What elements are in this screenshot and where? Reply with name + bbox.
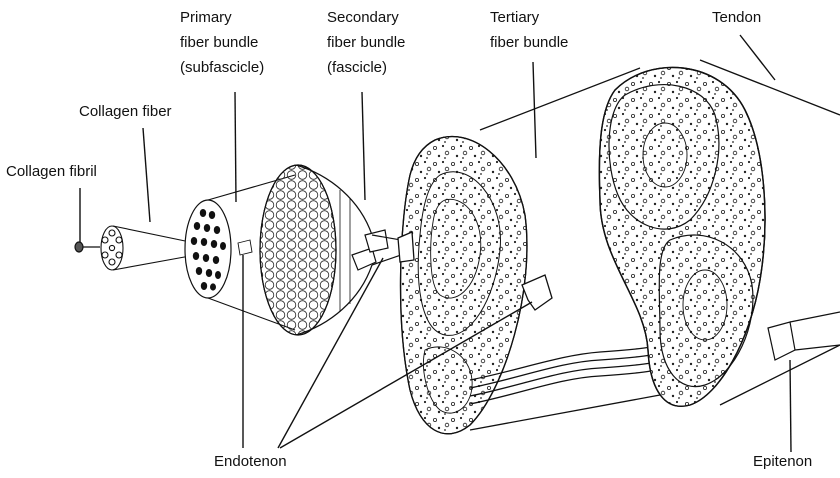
collagen-fiber-figure <box>101 226 190 270</box>
label-primary-line2: fiber bundle <box>180 33 258 53</box>
label-tertiary-line2: fiber bundle <box>490 33 568 53</box>
leader-epitenon <box>790 360 791 452</box>
label-secondary-line3: (fascicle) <box>327 58 387 78</box>
tertiary-bundle-figure <box>390 120 540 450</box>
label-collagen-fibril: Collagen fibril <box>6 162 97 182</box>
collagen-fibril-figure <box>75 242 100 252</box>
tendon-cross-section <box>599 67 765 406</box>
label-epitenon: Epitenon <box>753 452 812 472</box>
label-primary-line3: (subfascicle) <box>180 58 264 78</box>
label-tertiary-line1: Tertiary <box>490 8 539 28</box>
leader-secondary <box>362 92 365 200</box>
leader-collagen-fiber <box>143 128 150 222</box>
leader-tertiary <box>533 62 536 158</box>
label-collagen-fiber: Collagen fiber <box>79 102 172 122</box>
label-secondary-line2: fiber bundle <box>327 33 405 53</box>
epitenon-flap <box>768 312 840 360</box>
leader-tendon <box>740 35 775 80</box>
leader-primary <box>235 92 236 202</box>
label-tendon: Tendon <box>712 8 761 28</box>
primary-bundle-figure <box>185 200 252 298</box>
label-primary-line1: Primary <box>180 8 232 28</box>
label-secondary-line1: Secondary <box>327 8 399 28</box>
label-endotenon: Endotenon <box>214 452 287 472</box>
